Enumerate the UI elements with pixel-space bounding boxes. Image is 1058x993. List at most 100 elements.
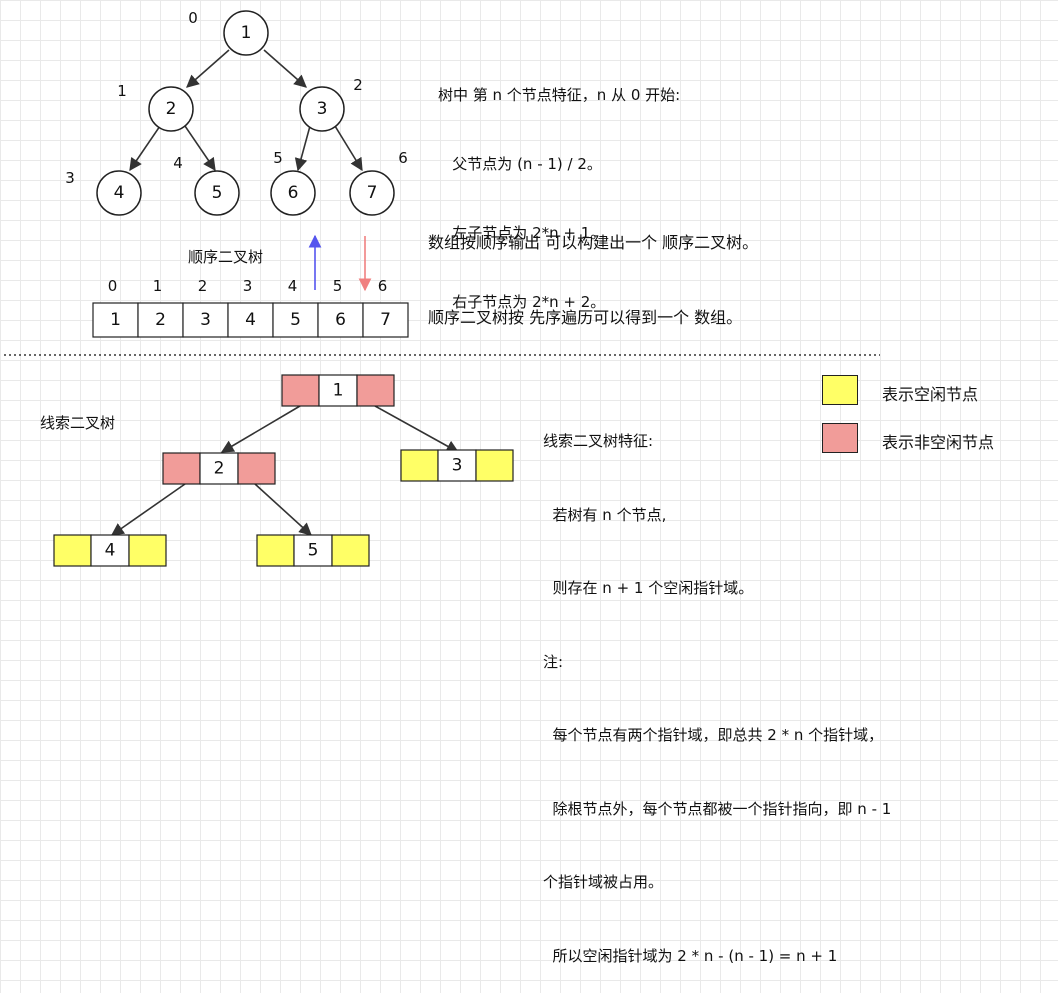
tree-node-value: 2: [166, 99, 177, 119]
threaded-right-pointer: [128, 534, 167, 567]
threaded-nodes: 1 2 3 4 5: [53, 374, 514, 567]
note-line: 顺序二叉树按 先序遍历可以得到一个 数组。: [428, 308, 743, 327]
threaded-left-pointer: [256, 534, 295, 567]
tree-node-value: 7: [367, 183, 378, 203]
edge-2-5: [184, 125, 216, 172]
array-cell: [137, 302, 184, 338]
note-line: 树中 第 n 个节点特征，n 从 0 开始:: [438, 86, 681, 104]
threaded-node-value: 3: [452, 456, 463, 476]
note-line: 则存在 n + 1 个空闲指针域。: [543, 579, 754, 597]
note-line: 数组按顺序输出 可以构建出一个 顺序二叉树。: [428, 233, 759, 252]
tree-node-circle: [349, 170, 395, 216]
array-index: 4: [288, 277, 298, 295]
note-line: 线索二叉树特征:: [543, 432, 654, 450]
array-index: 3: [243, 277, 253, 295]
threaded-node: 3: [400, 449, 514, 482]
tree-node-index: 3: [65, 169, 75, 187]
edge-3-6: [294, 125, 311, 172]
threaded-left-pointer: [400, 449, 439, 482]
threaded-notes: 线索二叉树特征: 若树有 n 个节点, 则存在 n + 1 个空闲指针域。 注:…: [543, 380, 891, 993]
note-line: 左子节点为 2*n + 1。: [438, 224, 606, 242]
threaded-edge-1-2: [220, 405, 301, 453]
tree-node-index: 4: [173, 154, 183, 172]
threaded-left-pointer: [53, 534, 92, 567]
threaded-left-pointer: [162, 452, 201, 485]
tree-node-circle: [270, 170, 316, 216]
legend-occupied-label: 表示非空闲节点: [882, 433, 995, 452]
legend-free-label: 表示空闲节点: [882, 385, 979, 404]
array-cell-value: 3: [200, 310, 211, 330]
legend-free-swatch: [822, 375, 858, 405]
note-line: 父节点为 (n - 1) / 2。: [438, 155, 602, 173]
tree-notes: 树中 第 n 个节点特征，n 从 0 开始: 父节点为 (n - 1) / 2。…: [438, 38, 680, 337]
threaded-data-cell: [318, 374, 358, 407]
edge-3-7: [334, 125, 363, 172]
array-notes: 数组按顺序输出 可以构建出一个 顺序二叉树。 顺序二叉树按 先序遍历可以得到一个…: [428, 180, 758, 355]
threaded-data-cell: [437, 449, 477, 482]
threaded-right-pointer: [331, 534, 370, 567]
array-cell: [317, 302, 364, 338]
array-cell-value: 4: [245, 310, 256, 330]
threaded-edge-1-3: [374, 405, 460, 453]
tree-node-index: 5: [273, 149, 283, 167]
array-cell: [227, 302, 274, 338]
tree-edges: [129, 49, 363, 172]
tree-node: 76: [349, 149, 408, 216]
threaded-data-cell: [199, 452, 239, 485]
array-cell-value: 2: [155, 310, 166, 330]
threaded-edges: [110, 405, 460, 536]
array-cell-value: 1: [110, 310, 121, 330]
tree-node-circle: [223, 10, 269, 56]
threaded-node-value: 1: [333, 381, 344, 401]
array-index: 0: [108, 277, 118, 295]
tree-node-index: 0: [188, 9, 198, 27]
note-line: 若树有 n 个节点,: [543, 505, 667, 524]
array-index: 5: [333, 277, 343, 295]
threaded-node: 5: [256, 534, 370, 567]
threaded-left-pointer: [281, 374, 320, 407]
edge-1-2: [186, 49, 230, 88]
array-cell-value: 5: [290, 310, 301, 330]
tree-node: 10: [188, 9, 269, 56]
threaded-node-value: 2: [214, 459, 225, 479]
note-line: 所以空闲指针域为 2 * n - (n - 1) = n + 1: [543, 946, 838, 965]
tree-node-value: 3: [317, 99, 328, 119]
tree-node: 65: [270, 149, 316, 216]
array-cell-value: 7: [380, 310, 391, 330]
threaded-node: 1: [281, 374, 395, 407]
threaded-node-value: 5: [308, 541, 319, 561]
tree-node: 32: [299, 76, 363, 132]
tree-node-circle: [194, 170, 240, 216]
array-cell: [362, 302, 409, 338]
threaded-label: 线索二叉树: [40, 414, 116, 432]
legend-occupied-swatch: [822, 423, 858, 453]
threaded-node-value: 4: [105, 541, 116, 561]
tree-node-index: 1: [117, 82, 127, 100]
array-index: 1: [153, 277, 163, 295]
threaded-edge-2-4: [110, 483, 186, 536]
array-index: 6: [378, 277, 388, 295]
tree-node-value: 6: [288, 183, 299, 203]
threaded-right-pointer: [237, 452, 276, 485]
note-line: 注:: [543, 652, 564, 671]
array-cell: [92, 302, 139, 338]
threaded-right-pointer: [475, 449, 514, 482]
threaded-node: 4: [53, 534, 167, 567]
tree-node-value: 5: [212, 183, 223, 203]
threaded-node: 2: [162, 452, 276, 485]
note-line: 每个节点有两个指针域，即总共 2 * n 个指针域，: [543, 726, 884, 744]
array-cell-value: 6: [335, 310, 346, 330]
tree-node-index: 6: [398, 149, 408, 167]
tree-node: 21: [117, 82, 194, 132]
tree-node-value: 1: [241, 23, 252, 43]
tree-node-circle: [299, 86, 345, 132]
threaded-edge-2-5: [254, 483, 312, 536]
array-label: 顺序二叉树: [188, 248, 264, 266]
array-cell: [272, 302, 319, 338]
threaded-right-pointer: [356, 374, 395, 407]
tree-node-value: 4: [114, 183, 125, 203]
note-line: 个指针域被占用。: [543, 873, 664, 891]
